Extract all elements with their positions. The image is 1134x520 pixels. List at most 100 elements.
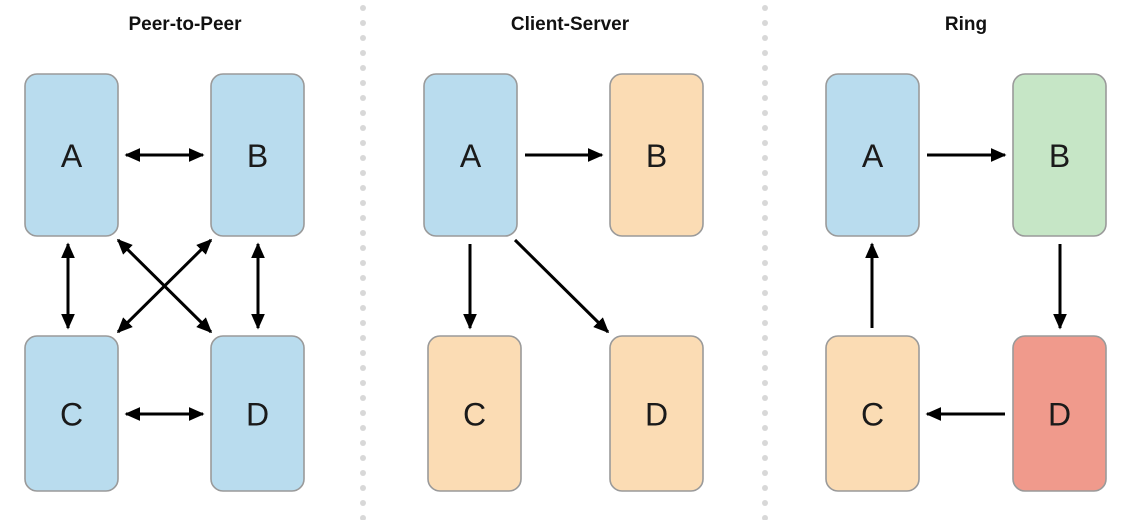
divider-dot <box>762 50 768 56</box>
divider-dot <box>360 155 366 161</box>
node-box[interactable] <box>609 73 704 237</box>
node-peer-to-peer-A[interactable]: A <box>24 73 119 237</box>
divider-dot <box>360 110 366 116</box>
divider-dot <box>762 95 768 101</box>
divider-dot <box>360 470 366 476</box>
node-box[interactable] <box>825 335 920 492</box>
divider-dot <box>360 365 366 371</box>
divider-dot <box>762 110 768 116</box>
divider-dot <box>360 350 366 356</box>
divider-dot <box>360 260 366 266</box>
node-box[interactable] <box>1012 73 1107 237</box>
node-client-server-C[interactable]: C <box>427 335 522 492</box>
divider-dot <box>762 125 768 131</box>
divider-dot <box>360 65 366 71</box>
divider-dot <box>762 455 768 461</box>
edge-client-server-A-to-D <box>513 238 610 334</box>
divider-dot <box>360 5 366 11</box>
node-peer-to-peer-C[interactable]: C <box>24 335 119 492</box>
divider-dot <box>762 20 768 26</box>
node-label: C <box>861 397 884 433</box>
divider-dot <box>762 500 768 506</box>
divider-dot <box>762 80 768 86</box>
divider-dot <box>360 410 366 416</box>
divider-dot <box>360 485 366 491</box>
divider-1 <box>360 5 366 520</box>
node-label: B <box>646 138 667 174</box>
divider-dot <box>360 440 366 446</box>
node-box[interactable] <box>609 335 704 492</box>
node-ring-B[interactable]: B <box>1012 73 1107 237</box>
divider-dot <box>360 50 366 56</box>
divider-dot <box>762 230 768 236</box>
divider-dot <box>360 125 366 131</box>
node-label: A <box>61 138 83 174</box>
nodes-layer: A B C D A B C D A B C D <box>24 73 1107 492</box>
node-ring-D[interactable]: D <box>1012 335 1107 492</box>
divider-dot <box>360 275 366 281</box>
node-label: C <box>463 397 486 433</box>
divider-dot <box>762 65 768 71</box>
divider-dot <box>762 485 768 491</box>
divider-dot <box>762 5 768 11</box>
divider-dot <box>762 140 768 146</box>
node-peer-to-peer-D[interactable]: D <box>210 335 305 492</box>
divider-dot <box>360 425 366 431</box>
node-label: D <box>246 397 269 433</box>
node-box[interactable] <box>24 73 119 237</box>
node-client-server-B[interactable]: B <box>609 73 704 237</box>
divider-dot <box>762 305 768 311</box>
divider-dot <box>360 305 366 311</box>
node-client-server-D[interactable]: D <box>609 335 704 492</box>
divider-dot <box>360 515 366 520</box>
panel-dividers <box>360 5 768 520</box>
divider-dot <box>360 455 366 461</box>
divider-dot <box>762 185 768 191</box>
edges-layer <box>61 148 1067 421</box>
node-box[interactable] <box>210 73 305 237</box>
divider-dot <box>762 380 768 386</box>
node-ring-C[interactable]: C <box>825 335 920 492</box>
node-label: B <box>1049 138 1070 174</box>
divider-dot <box>360 170 366 176</box>
divider-dot <box>762 410 768 416</box>
divider-dot <box>360 95 366 101</box>
divider-dot <box>360 395 366 401</box>
divider-dot <box>762 350 768 356</box>
divider-dot <box>762 200 768 206</box>
node-box[interactable] <box>24 335 119 492</box>
divider-dot <box>762 470 768 476</box>
divider-dot <box>360 500 366 506</box>
divider-dot <box>762 440 768 446</box>
divider-dot <box>360 230 366 236</box>
node-label: A <box>460 138 482 174</box>
divider-dot <box>762 245 768 251</box>
divider-dot <box>360 215 366 221</box>
node-box[interactable] <box>423 73 518 237</box>
divider-dot <box>762 155 768 161</box>
panel-title-peer-to-peer: Peer-to-Peer <box>129 14 243 35</box>
divider-dot <box>762 290 768 296</box>
node-client-server-A[interactable]: A <box>423 73 518 237</box>
divider-dot <box>360 35 366 41</box>
node-label: B <box>247 138 268 174</box>
divider-dot <box>360 200 366 206</box>
node-label: D <box>645 397 668 433</box>
node-box[interactable] <box>427 335 522 492</box>
node-peer-to-peer-B[interactable]: B <box>210 73 305 237</box>
node-box[interactable] <box>210 335 305 492</box>
divider-dot <box>762 515 768 520</box>
divider-dot <box>360 335 366 341</box>
divider-dot <box>360 380 366 386</box>
node-box[interactable] <box>825 73 920 237</box>
node-ring-A[interactable]: A <box>825 73 920 237</box>
divider-dot <box>762 260 768 266</box>
node-box[interactable] <box>1012 335 1107 492</box>
divider-dot <box>762 275 768 281</box>
panel-title-client-server: Client-Server <box>511 14 630 35</box>
divider-dot <box>360 80 366 86</box>
node-label: A <box>862 138 884 174</box>
divider-dot <box>762 170 768 176</box>
divider-dot <box>762 365 768 371</box>
